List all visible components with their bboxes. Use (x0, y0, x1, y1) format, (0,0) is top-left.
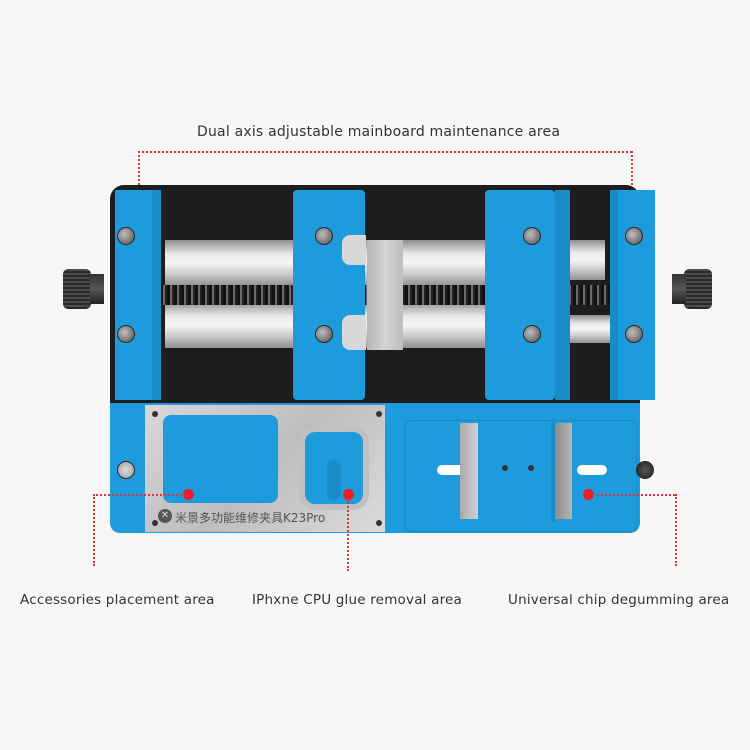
accessories-tray[interactable] (163, 415, 278, 503)
callout-bottom-right-label: Universal chip degumming area (508, 592, 730, 608)
left-jaw-edge (152, 190, 161, 400)
callout-top-label: Dual axis adjustable mainboard maintenan… (197, 124, 561, 140)
plate-brand-text: 米景多功能维修夹具K23Pro (175, 511, 326, 525)
callout-dot-cpu (343, 489, 354, 500)
bolt-icon (117, 461, 135, 479)
bolt-icon (523, 227, 541, 245)
screw-icon (152, 520, 158, 526)
callout-line-accessories (93, 494, 185, 496)
callout-top-bracket (138, 151, 632, 153)
callout-line-chip (592, 494, 675, 496)
right-knob-neck (672, 274, 686, 304)
screw-icon (376, 520, 382, 526)
bolt-icon (636, 461, 654, 479)
left-knob-neck (90, 274, 104, 304)
callout-bottom-center-label: IPhxne CPU glue removal area (252, 592, 463, 608)
right-slide-slot (577, 465, 607, 475)
callout-line-accessories-v (93, 494, 95, 566)
callout-top-bracket-left (138, 151, 140, 189)
screw-icon (152, 411, 158, 417)
degumming-frame (405, 420, 637, 532)
screw-icon (528, 465, 534, 471)
cpu-pocket-slot (327, 460, 341, 500)
callout-line-chip-v (675, 494, 677, 566)
left-adjust-knob[interactable] (63, 269, 91, 309)
bolt-icon (315, 325, 333, 343)
bolt-icon (315, 227, 333, 245)
callout-dot-chip (583, 489, 594, 500)
callout-bottom-left-label: Accessories placement area (20, 592, 215, 608)
callout-line-cpu-v (347, 499, 349, 571)
callout-dot-accessories (183, 489, 194, 500)
jaw-cutout (342, 235, 366, 265)
center-left-clamp-jaw[interactable] (293, 190, 365, 400)
bolt-icon (625, 325, 643, 343)
screw-icon (376, 411, 382, 417)
screw-icon (502, 465, 508, 471)
bolt-icon (625, 227, 643, 245)
left-slide-slot (437, 465, 477, 475)
bolt-icon (117, 325, 135, 343)
jaw-step (555, 190, 570, 400)
right-upper-rail (565, 240, 605, 280)
right-adjust-knob[interactable] (684, 269, 712, 309)
bolt-icon (523, 325, 541, 343)
bolt-icon (117, 227, 135, 245)
right-jaw-edge (610, 190, 618, 400)
jaw-cutout (342, 315, 366, 350)
chip-slider-block[interactable] (478, 422, 555, 522)
right-steel-strip (555, 423, 572, 519)
left-steel-strip (460, 423, 478, 519)
sliding-block[interactable] (367, 240, 403, 350)
callout-top-bracket-right (631, 151, 633, 189)
brand-logo-icon: ✕ (158, 509, 172, 523)
center-right-clamp-jaw[interactable] (485, 190, 555, 400)
